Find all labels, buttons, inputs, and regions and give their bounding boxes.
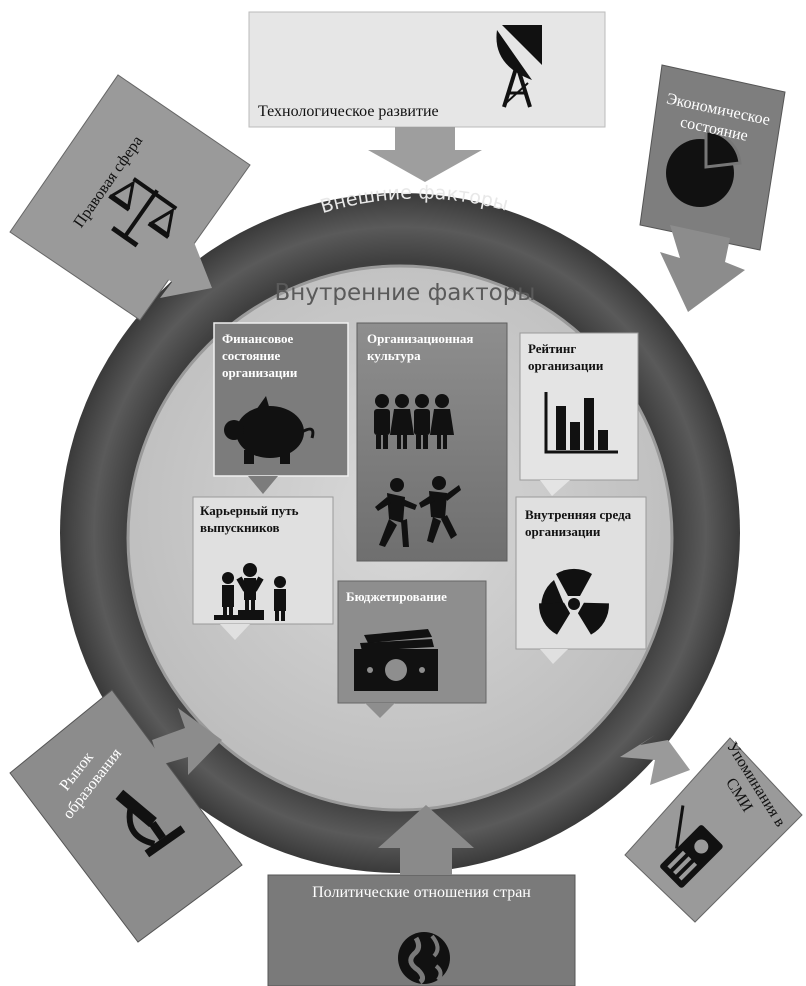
label-technology: Технологическое развитие <box>258 103 439 120</box>
label-culture: Организационная культура <box>367 331 474 363</box>
pie-chart-icon <box>666 129 742 207</box>
scales-icon <box>108 177 178 248</box>
microscope-icon <box>115 789 186 858</box>
money-icon <box>354 629 438 691</box>
label-rating: Рейтинг организации <box>528 341 604 373</box>
people-icon <box>374 394 454 449</box>
factor-technology <box>248 11 606 182</box>
label-finance: Финансовое состояние организации <box>222 331 298 380</box>
inner-title: Внутренние факторы <box>274 280 536 306</box>
label-budget: Бюджетирование <box>346 589 447 604</box>
bar-chart-icon <box>544 392 618 454</box>
podium-icon <box>214 563 286 621</box>
factor-economy <box>639 64 786 312</box>
factor-culture <box>356 322 508 562</box>
piggy-bank-icon <box>224 396 315 464</box>
factor-career <box>192 496 334 640</box>
dancing-people-icon <box>375 476 461 547</box>
radiation-icon <box>539 568 609 635</box>
radio-icon <box>660 805 723 888</box>
factor-finance <box>213 322 349 494</box>
factor-education-market <box>9 689 243 943</box>
factor-media <box>620 735 803 923</box>
factor-environment <box>515 496 647 664</box>
factor-politics <box>267 805 576 986</box>
satellite-dish-icon <box>496 25 542 108</box>
factor-legal <box>9 74 251 321</box>
label-environment: Внутренняя среда организации <box>525 507 632 539</box>
factor-rating <box>519 332 639 496</box>
label-career: Карьерный путь выпускников <box>200 503 299 535</box>
label-politics: Политические отношения стран <box>312 884 531 901</box>
globe-icon <box>398 932 450 985</box>
factor-budget <box>337 580 487 718</box>
